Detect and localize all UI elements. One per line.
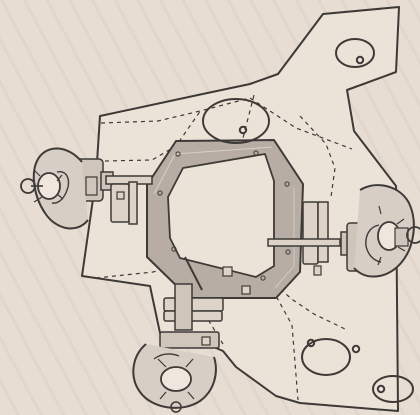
floor-outline-dashed xyxy=(81,6,400,412)
bottom-post xyxy=(174,283,193,331)
opening-top-center-peg xyxy=(238,125,248,135)
fixture-4 xyxy=(116,191,125,200)
frame-bolt-4 xyxy=(285,249,291,255)
frame-bolt-5 xyxy=(260,275,266,281)
opening-top-right xyxy=(335,38,375,68)
right-hand-circle xyxy=(406,226,420,244)
left-figure-arm xyxy=(51,171,70,204)
bottom-figure-marks xyxy=(157,358,195,400)
bottom-hand-circle xyxy=(170,401,182,413)
left-station xyxy=(20,147,153,230)
right-rail xyxy=(267,238,341,247)
partition-center-top xyxy=(241,94,255,143)
right-bench-edge xyxy=(317,201,329,263)
opening-top-center xyxy=(202,98,270,144)
left-bench xyxy=(110,183,130,223)
frame-bolt-7 xyxy=(157,190,163,196)
left-seat-back xyxy=(85,176,98,196)
bottom-station xyxy=(132,256,224,413)
frame-highlight-top xyxy=(153,146,273,195)
fixture-2 xyxy=(241,285,251,295)
fixture-1 xyxy=(222,266,233,277)
room-openings xyxy=(202,38,414,403)
right-bench xyxy=(302,201,319,265)
partition-right-top xyxy=(299,115,336,198)
right-figure-marks xyxy=(377,205,406,266)
fixture-5 xyxy=(201,336,211,346)
frame-bolt-3 xyxy=(284,181,290,187)
right-seat-back xyxy=(394,227,409,247)
opening-bottom-right xyxy=(372,375,414,403)
opening-bottom-right-peg xyxy=(376,384,386,394)
frame-inner xyxy=(167,153,275,278)
frame-bolt-6 xyxy=(171,246,177,252)
bottom-bench-top xyxy=(163,297,224,312)
right-figure-arm xyxy=(365,224,382,263)
opening-side-peg xyxy=(351,344,361,354)
bottom-bench-bottom xyxy=(163,310,223,322)
left-bench-edge xyxy=(128,181,138,225)
bottom-support-arm xyxy=(184,256,203,291)
partition-left-top xyxy=(104,109,202,162)
fixture-3 xyxy=(313,265,322,276)
frame-bolt-2 xyxy=(253,150,259,156)
left-figure-marks xyxy=(33,169,64,203)
frame-bolt-1 xyxy=(175,151,181,157)
right-station xyxy=(267,184,420,278)
partition-top xyxy=(100,97,353,150)
bottom-figure-head xyxy=(160,366,192,392)
opening-bottom-center-peg xyxy=(306,338,316,348)
bottom-figure-arm xyxy=(153,353,180,360)
opening-top-right-peg xyxy=(355,55,365,65)
frame-highlight-right xyxy=(274,188,295,289)
opening-bottom-center xyxy=(301,338,351,376)
small-fixtures xyxy=(116,191,322,346)
